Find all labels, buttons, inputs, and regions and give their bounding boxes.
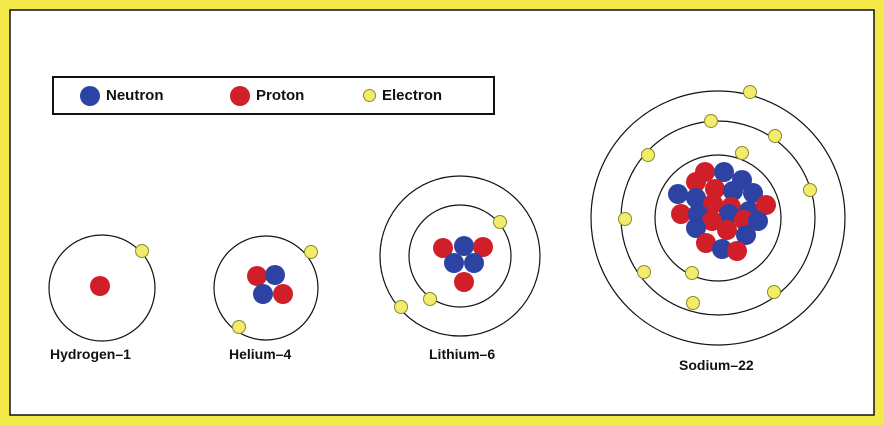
neutron	[668, 184, 688, 204]
electron	[686, 296, 700, 310]
neutron	[464, 253, 484, 273]
electron	[423, 292, 437, 306]
orbit-1	[379, 175, 541, 337]
neutron-icon	[80, 85, 100, 106]
neutron	[719, 204, 739, 224]
electron	[637, 265, 651, 279]
proton	[717, 220, 737, 240]
proton	[696, 233, 716, 253]
electron	[743, 85, 757, 99]
electron	[394, 300, 408, 314]
electron	[304, 245, 318, 259]
neutron	[686, 188, 706, 208]
orbit-1	[48, 234, 156, 342]
neutron	[712, 239, 732, 259]
legend: Neutron Proton Electron	[52, 76, 495, 115]
proton	[273, 284, 293, 304]
proton	[727, 241, 747, 261]
legend-item-neutron: Neutron	[80, 78, 164, 113]
atom-label-sodium-22: Sodium–22	[679, 357, 754, 373]
orbit-2	[408, 204, 512, 308]
neutron	[743, 183, 763, 203]
proton	[671, 204, 691, 224]
neutron	[748, 211, 768, 231]
atom-label-hydrogen-1: Hydrogen–1	[50, 346, 131, 362]
electron	[768, 129, 782, 143]
neutron	[454, 236, 474, 256]
electron	[735, 146, 749, 160]
neutron	[686, 218, 706, 238]
atom-sodium-22	[590, 85, 846, 346]
electron	[135, 244, 149, 258]
electron	[704, 114, 718, 128]
legend-item-proton: Proton	[230, 78, 304, 113]
atom-lithium-6	[379, 175, 541, 337]
electron	[767, 285, 781, 299]
orbit-3	[654, 154, 782, 282]
neutron	[253, 284, 273, 304]
proton	[702, 211, 722, 231]
atom-label-helium-4: Helium–4	[229, 346, 292, 362]
neutron	[265, 265, 285, 285]
proton	[756, 195, 776, 215]
atom-hydrogen-1	[48, 234, 156, 342]
legend-label-electron: Electron	[382, 87, 443, 104]
atom-label-lithium-6: Lithium–6	[429, 346, 496, 362]
neutron	[736, 225, 756, 245]
legend-label-proton: Proton	[256, 87, 305, 104]
neutron	[723, 181, 743, 201]
legend-label-neutron: Neutron	[106, 87, 164, 104]
proton	[247, 266, 267, 286]
atom-helium-4	[213, 235, 319, 341]
proton	[705, 179, 725, 199]
legend-item-electron: Electron	[363, 78, 442, 113]
neutron	[444, 253, 464, 273]
electron	[641, 148, 655, 162]
orbit-1	[590, 90, 846, 346]
proton	[473, 237, 493, 257]
proton	[703, 194, 723, 214]
page-frame-inner	[9, 9, 875, 416]
proton	[454, 272, 474, 292]
electron	[618, 212, 632, 226]
electron	[493, 215, 507, 229]
electron-icon	[363, 89, 376, 102]
proton	[433, 238, 453, 258]
neutron	[714, 162, 734, 182]
proton	[90, 276, 110, 296]
atoms-layer	[48, 85, 846, 346]
electron	[803, 183, 817, 197]
proton-icon	[230, 85, 250, 106]
proton	[686, 172, 706, 192]
electron	[685, 266, 699, 280]
electron	[232, 320, 246, 334]
orbit-1	[213, 235, 319, 341]
